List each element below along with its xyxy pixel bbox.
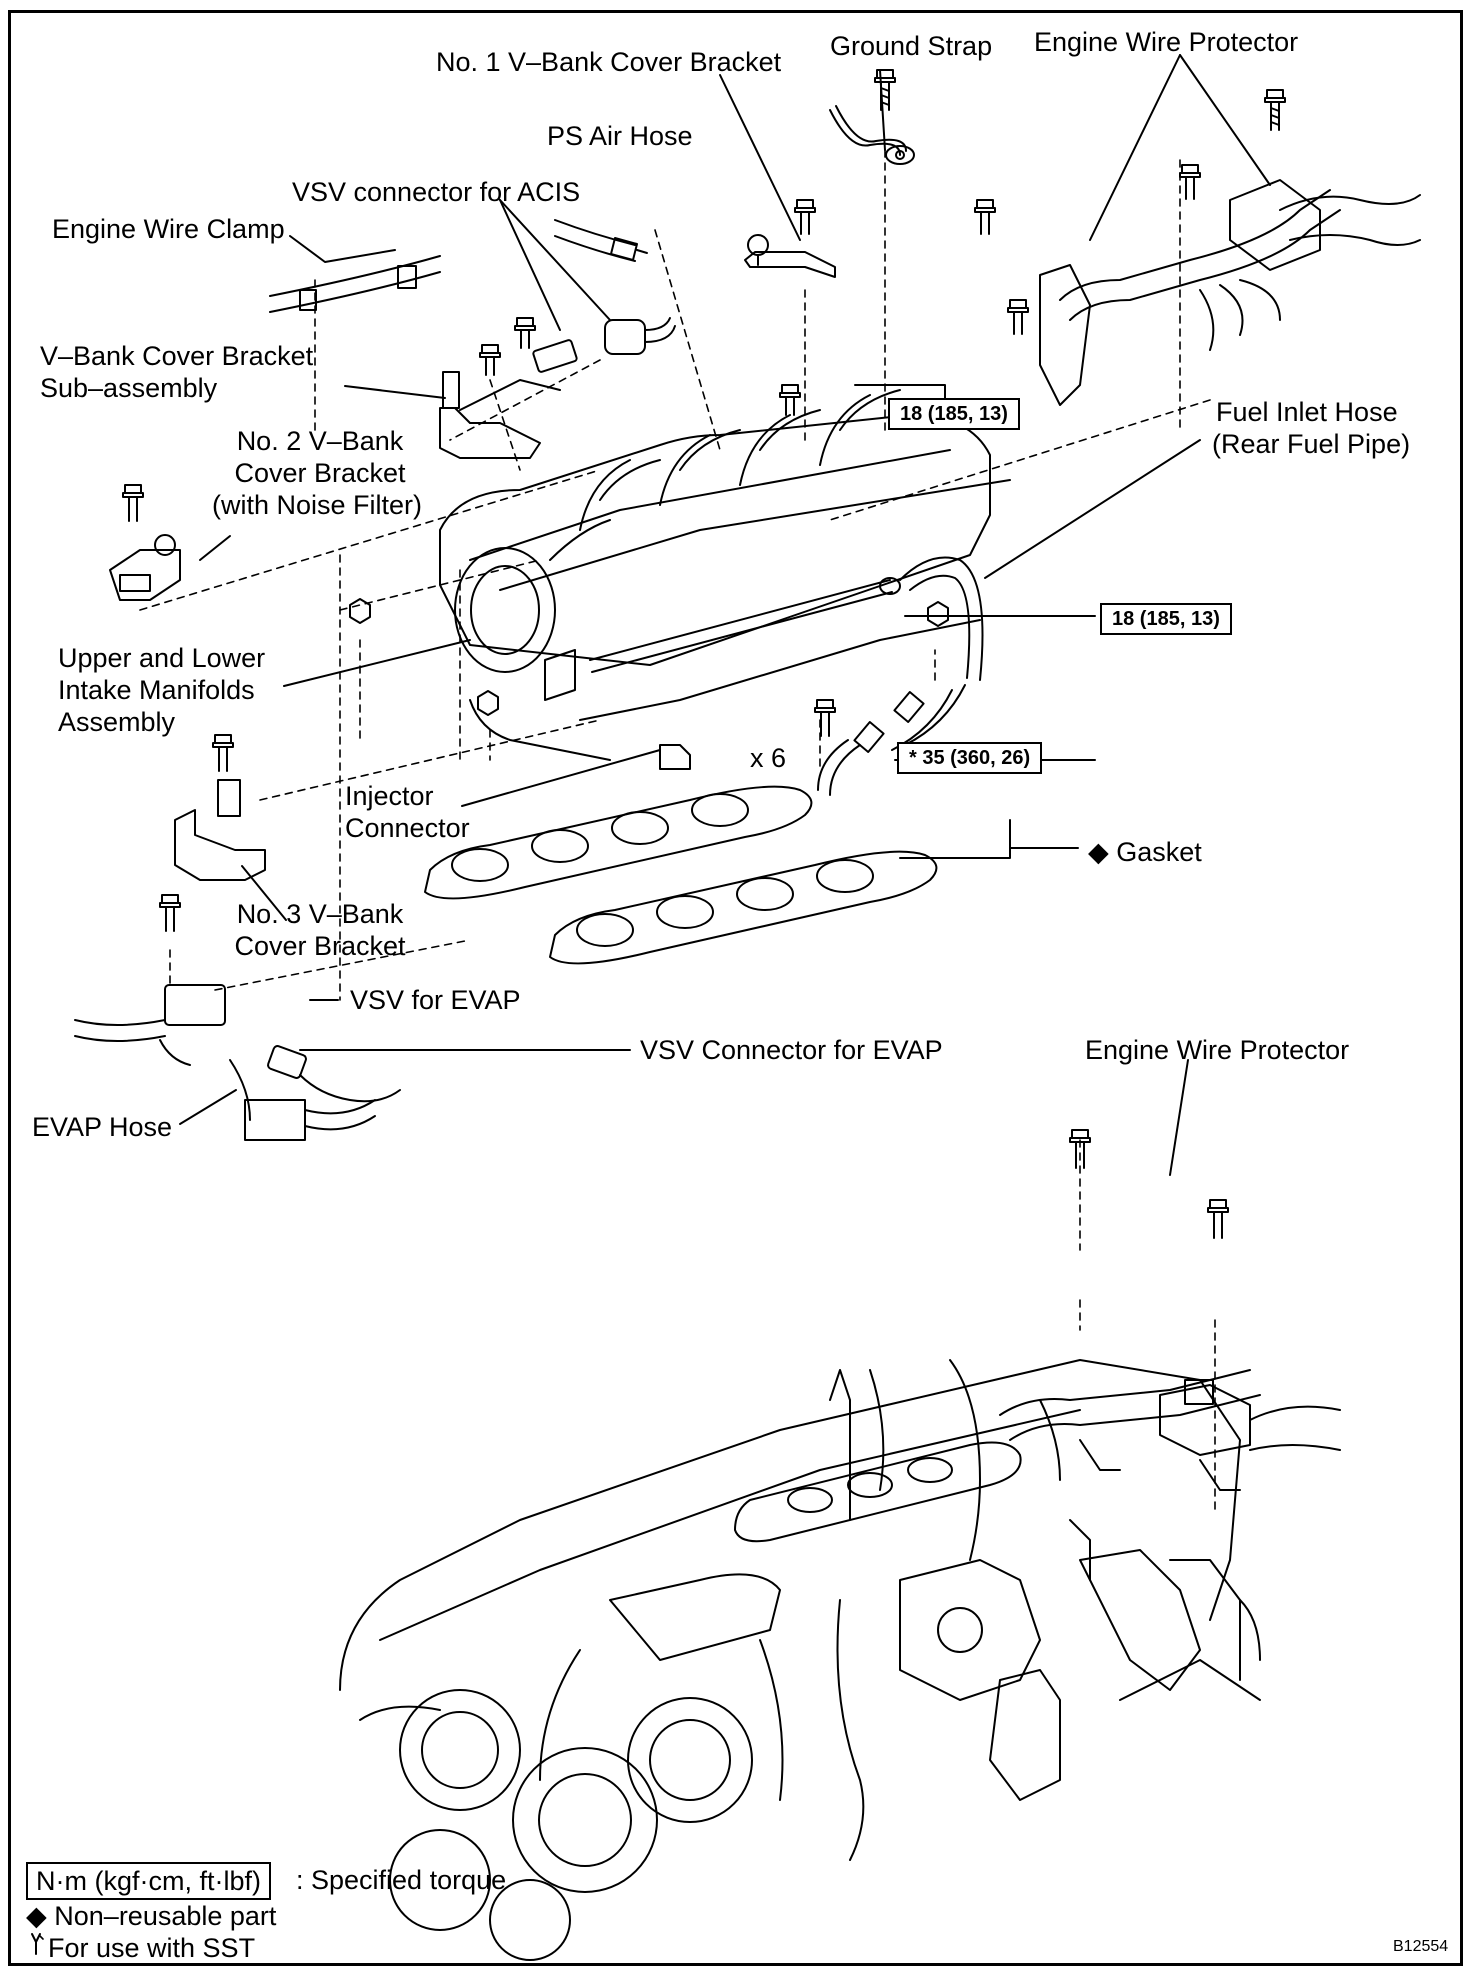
vsv-evap-label: VSV for EVAP — [350, 985, 521, 1015]
no2-bracket-drawing — [109, 534, 181, 601]
manifold-label-2: Intake Manifolds — [58, 675, 255, 705]
vsv-evap-drawing — [74, 984, 401, 1141]
vsv-connector-evap-label: VSV Connector for EVAP — [640, 1035, 943, 1065]
fuel-inlet-hose-label-1: Fuel Inlet Hose — [1216, 397, 1398, 427]
wire-protector-bottom-drawing — [999, 1369, 1341, 1491]
torque-box-3: * 35 (360, 26) — [897, 742, 1043, 774]
manifold-label-3: Assembly — [58, 707, 176, 737]
injector-connector-label-2: Connector — [345, 813, 470, 843]
no1-bracket-drawing — [744, 234, 836, 278]
diagram-frame — [8, 10, 1463, 1966]
legend-sst: For use with SST — [48, 1933, 256, 1963]
torque-box-2: 18 (185, 13) — [1100, 603, 1232, 635]
acis-connector-drawing — [532, 317, 676, 373]
ground-strap-drawing — [829, 105, 915, 165]
engine-block-drawing — [339, 1359, 1261, 1961]
engine-wire-clamp-label: Engine Wire Clamp — [52, 214, 285, 244]
bolts — [122, 69, 1286, 1239]
vbank-bracket-drawing — [439, 371, 561, 459]
legend-nonreusable: ◆ Non–reusable part — [26, 1901, 277, 1931]
manifold-label-1: Upper and Lower — [58, 643, 266, 673]
no3-bracket-drawing — [174, 779, 266, 881]
figure-id: B12554 — [1393, 1938, 1449, 1955]
sst-wrench-icon — [31, 1933, 44, 1955]
no2-bracket-label-3: (with Noise Filter) — [212, 490, 423, 520]
no3-bracket-label-2: Cover Bracket — [234, 931, 406, 961]
engine-wire-protector-bottom-label: Engine Wire Protector — [1085, 1035, 1350, 1065]
engine-wire-clamp-drawing — [269, 255, 441, 313]
vbank-bracket-sub-label-1: V–Bank Cover Bracket — [40, 341, 314, 371]
vbank-bracket-sub-label-2: Sub–assembly — [40, 373, 218, 403]
fuel-inlet-hose-label-2: (Rear Fuel Pipe) — [1212, 429, 1411, 459]
torque-box-1: 18 (185, 13) — [888, 398, 1020, 430]
intake-manifold-drawing — [439, 389, 1011, 796]
legend-unit-desc: : Specified torque — [296, 1865, 507, 1895]
no2-bracket-label-1: No. 2 V–Bank — [236, 426, 404, 456]
no1-bracket-label: No. 1 V–Bank Cover Bracket — [436, 47, 782, 77]
ps-air-hose-drawing — [554, 219, 648, 262]
evap-hose-label: EVAP Hose — [32, 1112, 173, 1142]
ps-air-hose-label: PS Air Hose — [547, 121, 693, 151]
gasket-label: ◆ Gasket — [1088, 837, 1202, 867]
wire-protector-top-drawing — [1039, 179, 1421, 406]
gaskets-drawing — [424, 785, 938, 965]
x6-label: x 6 — [750, 743, 787, 773]
injector-connector-label-1: Injector — [345, 781, 434, 811]
no2-bracket-label-2: Cover Bracket — [234, 458, 406, 488]
legend-unit-box: N·m (kgf·cm, ft·lbf) — [26, 1862, 271, 1900]
ground-strap-label: Ground Strap — [830, 31, 993, 61]
vsv-connector-acis-label: VSV connector for ACIS — [292, 177, 581, 207]
nuts — [349, 598, 949, 716]
engine-wire-protector-top-label: Engine Wire Protector — [1034, 27, 1299, 57]
no3-bracket-label-1: No. 3 V–Bank — [236, 899, 404, 929]
